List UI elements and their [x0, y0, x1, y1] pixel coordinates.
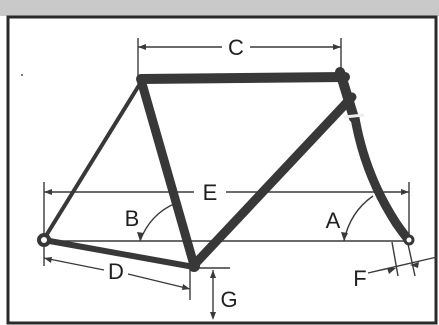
- fork: [350, 113, 412, 243]
- label-a: A: [326, 208, 341, 233]
- dim-d-arrow-left: [44, 257, 52, 263]
- down-tube: [189, 92, 357, 270]
- label-f: F: [353, 266, 366, 291]
- seat-stay: [42, 80, 143, 241]
- bicycle-frame: [41, 67, 412, 270]
- angle-a-arrow: [341, 232, 348, 241]
- dim-c-arrow-left: [138, 44, 146, 50]
- dim-f-extension-left: [391, 241, 399, 277]
- chain-stay: [41, 237, 197, 270]
- top-gray-band: [0, 0, 439, 16]
- dim-d-arrow-right: [182, 284, 190, 290]
- frame-joints: [37, 233, 415, 272]
- dim-e-arrow-right: [401, 189, 409, 195]
- bottom-bracket: [188, 260, 200, 272]
- dim-g-arrow-down: [210, 312, 216, 320]
- dim-e-arrow-left: [44, 189, 52, 195]
- print-speck: [21, 74, 23, 76]
- label-c: C: [228, 35, 244, 60]
- head-tube: [335, 67, 359, 123]
- dimension-labels: C E B A D F G: [108, 35, 367, 312]
- top-tube: [136, 72, 350, 84]
- seat-tube: [136, 75, 199, 270]
- dim-c-arrow-right: [333, 44, 341, 50]
- angle-b-arrow: [137, 232, 144, 241]
- rear-dropout: [37, 233, 51, 247]
- front-dropout: [403, 234, 415, 246]
- dim-f-arrow-left: [387, 268, 396, 274]
- dim-f-extension-right: [407, 243, 416, 277]
- dim-d-line-right: [127, 273, 191, 290]
- label-d: D: [108, 259, 124, 284]
- label-e: E: [203, 180, 218, 205]
- head-tube-highlight: [343, 113, 365, 119]
- dim-d-line-left: [43, 257, 105, 271]
- dim-f-arrow-line: [367, 256, 438, 274]
- dim-g-arrow-up: [210, 270, 216, 278]
- label-b: B: [125, 206, 140, 231]
- label-g: G: [220, 287, 237, 312]
- dimension-arrowheads: [44, 44, 419, 320]
- dim-f-arrow-right: [410, 262, 419, 268]
